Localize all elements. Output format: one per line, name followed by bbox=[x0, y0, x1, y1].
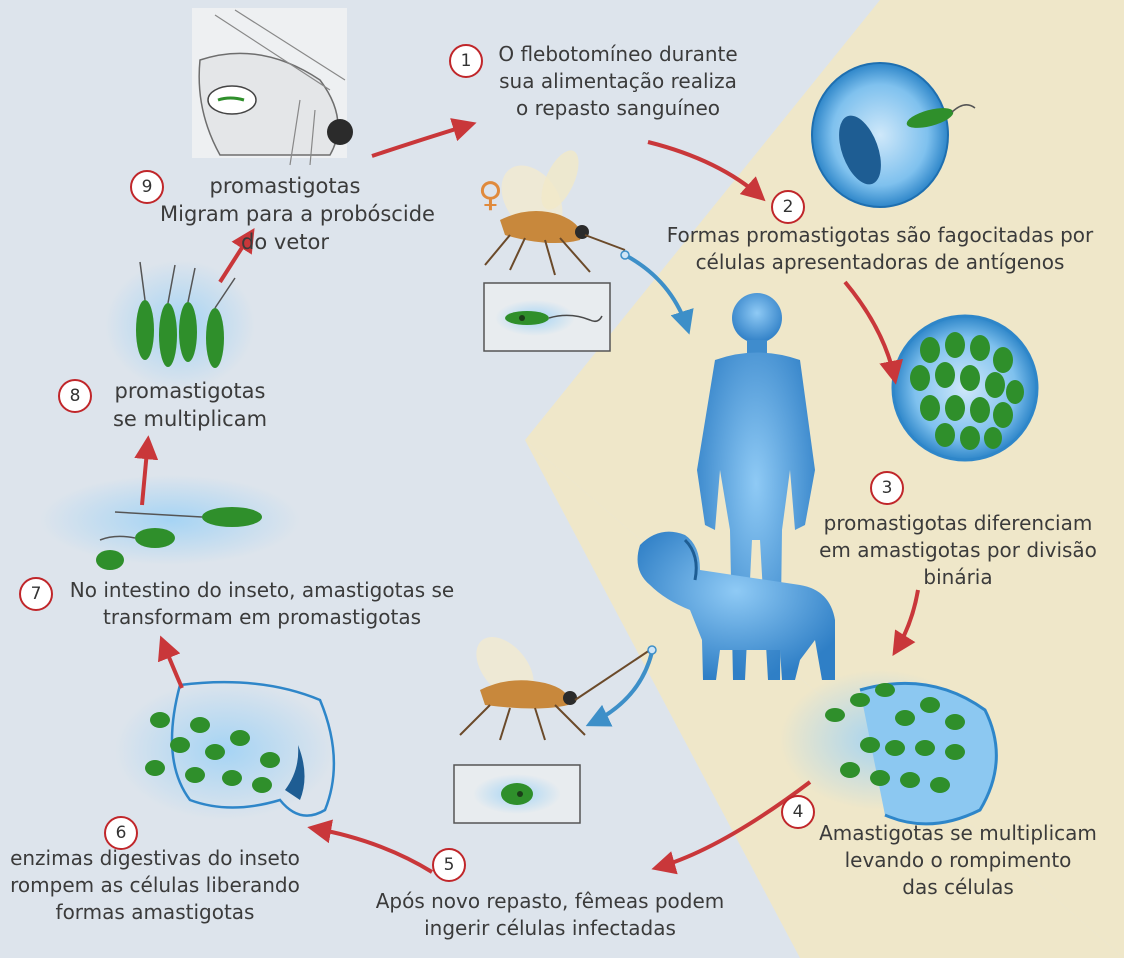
step-9-label: promastigotas Migram para a probóscide d… bbox=[160, 172, 410, 256]
step-3-label: promastigotas diferenciam em amastigotas… bbox=[808, 510, 1108, 591]
female-symbol: ♀ bbox=[478, 176, 503, 214]
step-5-label: Após novo repasto, fêmeas podem ingerir … bbox=[350, 888, 750, 942]
step-number-5: 5 bbox=[432, 848, 466, 882]
step-1-label: O flebotomíneo durante sua alimentação r… bbox=[468, 41, 768, 122]
step-2-label: Formas promastigotas são fagocitadas por… bbox=[650, 222, 1110, 276]
step-7-label: No intestino do inseto, amastigotas se t… bbox=[52, 577, 472, 631]
step-number-8: 8 bbox=[58, 379, 92, 413]
sandfly-head-illustration bbox=[192, 8, 353, 165]
amastigote-box bbox=[454, 765, 580, 823]
amastigote-filled-cell bbox=[893, 316, 1037, 460]
promastigote-box bbox=[484, 283, 610, 351]
multiplying-promastigotes bbox=[105, 260, 255, 390]
step-number-2: 2 bbox=[771, 190, 805, 224]
step-8-label: promastigotas se multiplicam bbox=[90, 377, 290, 433]
insect-gut-cell bbox=[115, 680, 335, 820]
step-number-7: 7 bbox=[19, 577, 53, 611]
step-6-label: enzimas digestivas do inseto rompem as c… bbox=[10, 845, 300, 926]
step-4-label: Amastigotas se multiplicam levando o rom… bbox=[808, 820, 1108, 901]
step-number-9: 9 bbox=[130, 170, 164, 204]
step-number-3: 3 bbox=[870, 471, 904, 505]
